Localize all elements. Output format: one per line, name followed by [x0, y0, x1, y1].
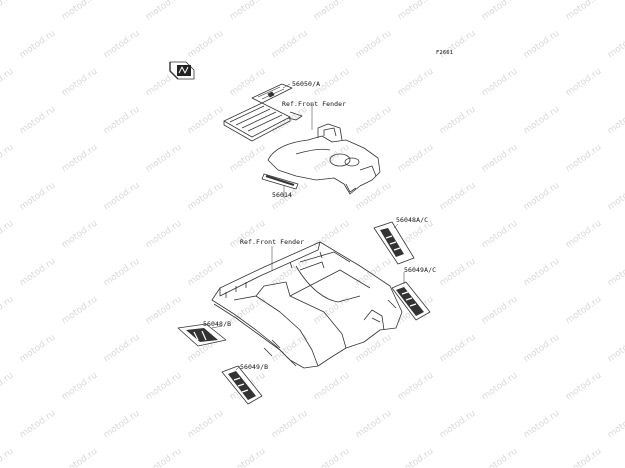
leader-lines-lower: [211, 223, 405, 371]
label-56050a: 56050/A: [292, 80, 321, 88]
label-56049ac: 56049A/C: [404, 266, 437, 274]
label-56048b: 56048/B: [203, 320, 232, 328]
decal-56049ac-drawing: [391, 281, 431, 321]
decal-56048b-drawing: [177, 323, 227, 347]
decal-56050a-drawing: [223, 83, 293, 142]
decal-56014-drawing: [261, 173, 299, 190]
decal-56048ac-drawing: [373, 221, 415, 265]
upper-fender-drawing: [267, 111, 381, 195]
label-56048ac: 56048A/C: [396, 216, 429, 224]
label-ref-front-fender-upper: Ref.Front Fender: [282, 100, 347, 108]
leader-lines-upper: [282, 83, 313, 198]
lower-fender-drawing: [211, 241, 403, 369]
label-56014: 56014: [272, 191, 293, 199]
label-56049b: 56049/B: [240, 363, 269, 371]
label-ref-front-fender-lower: Ref.Front Fender: [240, 238, 305, 246]
kawasaki-logo-icon: [169, 61, 195, 80]
decal-56049b-drawing: [221, 365, 263, 405]
figure-code: F2661: [436, 50, 454, 56]
